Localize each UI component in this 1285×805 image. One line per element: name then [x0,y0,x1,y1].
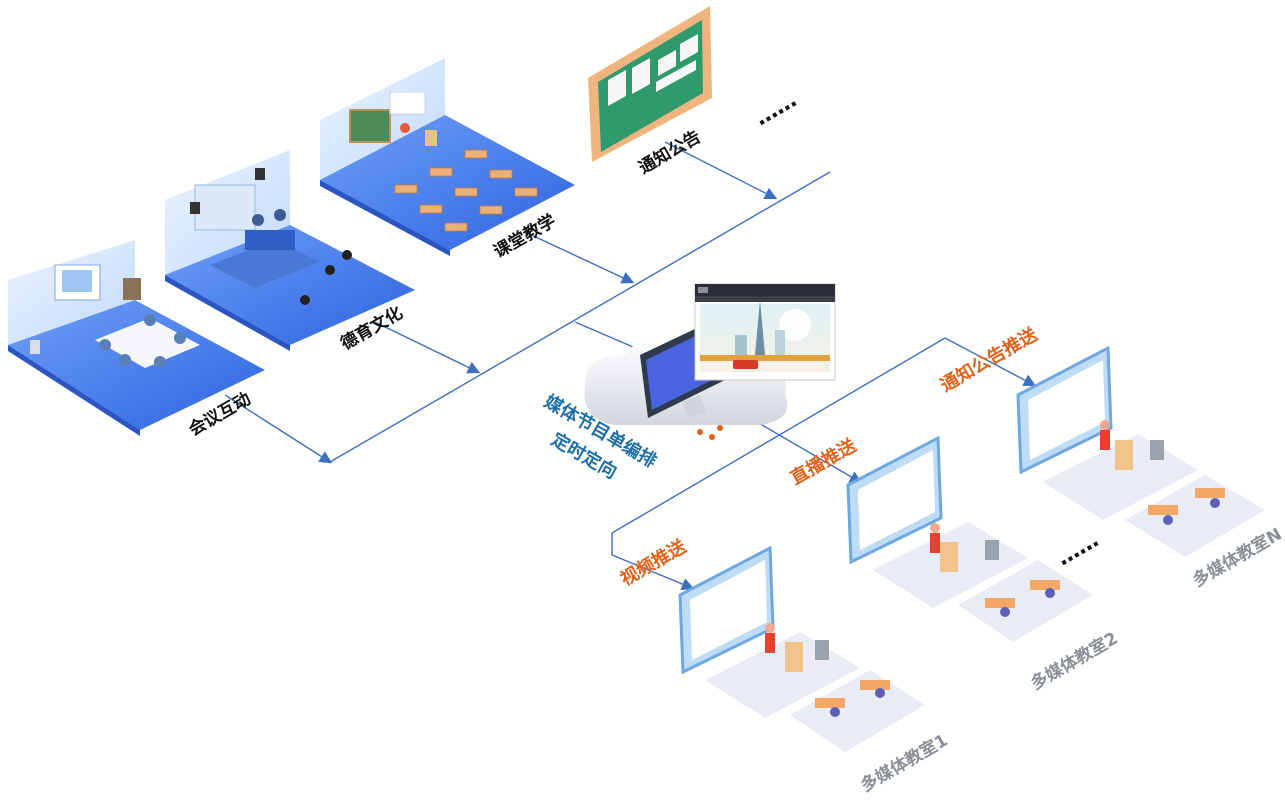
classroom-2-scene [846,435,1093,642]
moral-scene [165,150,415,351]
meeting-table-icon [95,318,200,368]
label-push-notice: 通知公告推送 [937,323,1042,397]
teacher-icon [1100,430,1110,450]
label-push-live: 直播推送 [787,434,861,490]
camera-icon [342,250,352,260]
teacher-icon [930,533,940,553]
notice-board-scene [588,6,712,162]
host-icon [252,214,264,226]
label-notice: 通知公告 [635,126,704,178]
source-connection-lines [224,141,831,464]
bookshelf-icon [123,278,141,300]
chalkboard-icon [349,109,391,143]
classroom-1-scene [678,545,925,752]
host-icon [274,209,286,221]
classroom-scene [320,58,575,256]
classroom-n-scene [1016,345,1265,557]
label-classroom-2: 多媒体教室2 [1027,628,1121,695]
camera-icon [325,265,335,275]
teacher-icon [400,123,410,133]
label-more-classrooms: …… [1053,528,1104,572]
label-more-sources: …… [751,88,802,132]
meeting-scene [8,240,265,436]
teacher-icon [765,633,775,653]
push-connection-lines [611,337,1037,590]
preview-image [700,304,830,372]
label-classroom-1: 多媒体教室1 [857,730,951,797]
desk-grid-icon [394,149,538,232]
stage-backdrop-icon [194,184,256,231]
media-software-window [694,283,836,381]
label-push-video: 视频推送 [617,535,691,591]
